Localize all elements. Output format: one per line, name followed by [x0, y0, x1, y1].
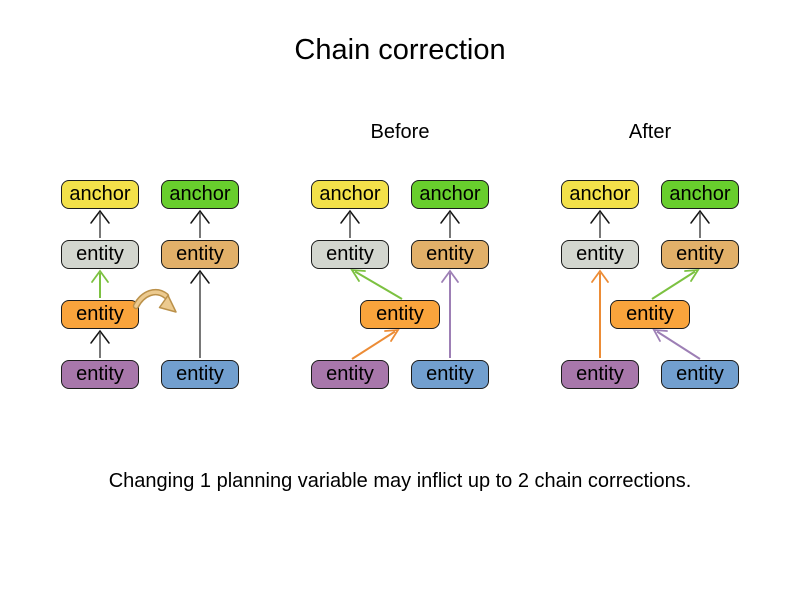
node-anchor-green: anchor — [411, 180, 489, 209]
node-entity-tan: entity — [161, 240, 239, 269]
node-entity-orange: entity — [360, 300, 440, 329]
caption-text: Changing 1 planning variable may inflict… — [108, 470, 692, 492]
node-anchor-green: anchor — [161, 180, 239, 209]
node-entity-purple: entity — [61, 360, 139, 389]
node-anchor-green: anchor — [661, 180, 739, 209]
node-entity-purple: entity — [311, 360, 389, 389]
node-entity-tan: entity — [411, 240, 489, 269]
node-entity-blue: entity — [661, 360, 739, 389]
arrow-tan-to-anchor — [690, 209, 710, 238]
arrow-blue-to-orange-purple — [652, 328, 701, 360]
node-entity-blue: entity — [161, 360, 239, 389]
arrow-orange-to-tan-green — [651, 268, 700, 300]
arrow-purple-to-orange — [90, 329, 110, 358]
node-anchor-yellow: anchor — [561, 180, 639, 209]
node-entity-orange: entity — [61, 300, 139, 329]
node-anchor-yellow: anchor — [311, 180, 389, 209]
page-title: Chain correction — [294, 34, 506, 66]
arrow-tan-to-anchor — [440, 209, 460, 238]
arrow-blue-to-tan — [190, 269, 210, 358]
arrow-gray-to-anchor — [90, 209, 110, 238]
arrow-blue-to-tan-purple — [441, 269, 459, 358]
arrow-purple-to-gray-orange — [591, 269, 609, 358]
arrow-orange-to-gray-green — [91, 269, 109, 298]
arrow-gray-to-anchor — [340, 209, 360, 238]
section-label-before: Before — [370, 121, 430, 143]
arrow-tan-to-anchor — [190, 209, 210, 238]
section-label-after: After — [628, 121, 672, 143]
node-entity-purple: entity — [561, 360, 639, 389]
arrow-gray-to-anchor — [590, 209, 610, 238]
node-entity-gray: entity — [561, 240, 639, 269]
move-arrow — [132, 288, 177, 313]
node-entity-blue: entity — [411, 360, 489, 389]
arrow-orange-to-gray-green — [350, 268, 403, 300]
node-anchor-yellow: anchor — [61, 180, 139, 209]
node-entity-gray: entity — [311, 240, 389, 269]
arrow-purple-to-orange-orange — [351, 328, 400, 360]
node-entity-gray: entity — [61, 240, 139, 269]
node-entity-orange: entity — [610, 300, 690, 329]
node-entity-tan: entity — [661, 240, 739, 269]
